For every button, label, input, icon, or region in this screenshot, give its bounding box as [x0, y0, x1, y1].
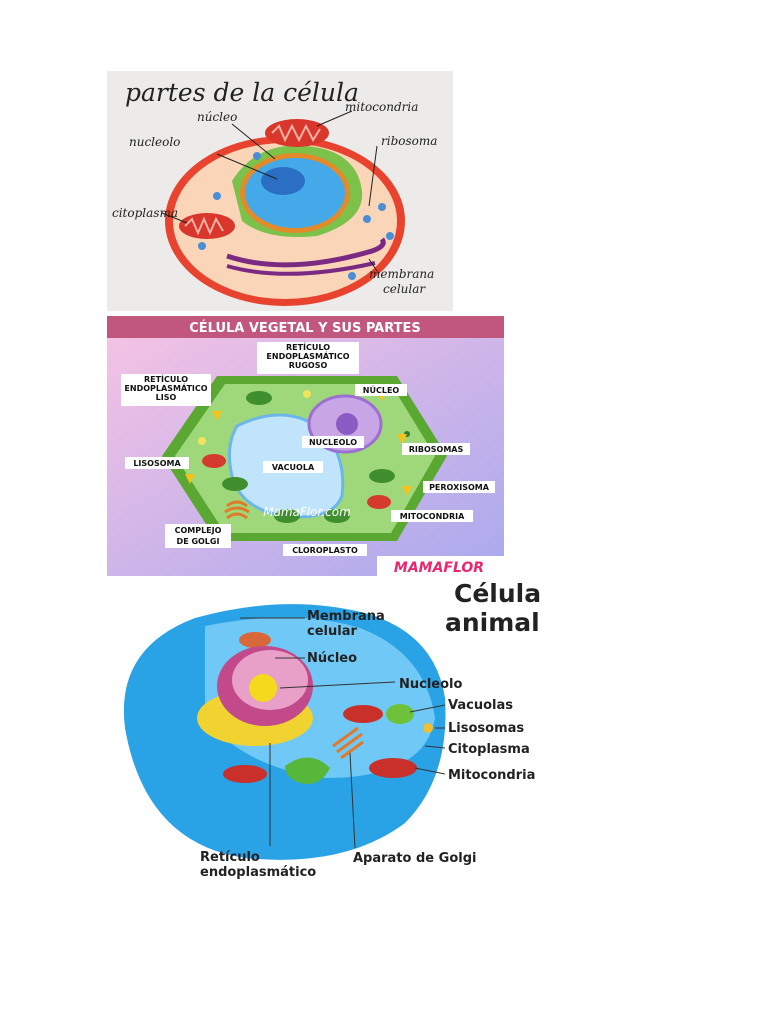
label-membrana-line1: membrana — [369, 267, 434, 281]
label-citoplasma-animal: Citoplasma — [448, 742, 530, 757]
label-mitocondria-vegetal: MITOCONDRIA — [400, 512, 465, 521]
label-reticulo-2: endoplasmático — [200, 865, 316, 880]
brand-logo: MAMAFLOR — [394, 560, 484, 576]
label-vacuolas: Vacuolas — [448, 698, 513, 713]
label-mitocondria: mitocondria — [345, 100, 418, 114]
golgi-apparatus — [226, 237, 386, 268]
label-rel-1: RETÍCULO — [144, 373, 188, 384]
ribosome — [378, 203, 386, 211]
label-ribosomas: RIBOSOMAS — [409, 445, 464, 454]
panel2-title: CÉLULA VEGETAL Y SUS PARTES — [189, 320, 421, 336]
label-membrana-1: Membrana — [307, 609, 385, 624]
vacuole-small — [386, 704, 414, 724]
label-mitocondria-animal: Mitocondria — [448, 768, 535, 783]
chloroplast — [246, 391, 272, 405]
label-membrana-line2: celular — [383, 282, 426, 296]
label-cloroplasto: CLOROPLASTO — [292, 546, 358, 555]
plant-mitochondrion — [202, 454, 226, 468]
animal-cell-diagram: Célula animal — [105, 578, 575, 883]
label-lisosomas: Lisosomas — [448, 721, 524, 736]
plant-golgi — [224, 500, 250, 520]
label-golgi-2: DE GOLGI — [177, 537, 220, 546]
label-nucleolo: nucleolo — [129, 135, 180, 149]
panel3-title-line1: Célula — [454, 579, 541, 608]
cell-parts-illustration: partes de la célula — [112, 78, 437, 306]
label-rer-3: RUGOSO — [289, 361, 328, 370]
animal-golgi — [332, 726, 364, 760]
label-reticulo-1: Retículo — [200, 850, 260, 865]
watermark: MamaFlor.com — [263, 505, 351, 519]
animal-nucleolus — [249, 674, 277, 702]
label-golgi-animal: Aparato de Golgi — [353, 851, 476, 866]
label-golgi-1: COMPLEJO — [175, 526, 222, 535]
nucleolus — [261, 167, 305, 195]
plant-cell-illustration: CÉLULA VEGETAL Y SUS PARTES — [107, 316, 504, 576]
panel3-title-line2: animal — [445, 608, 540, 637]
label-nucleolo-vegetal: NUCLEOLO — [309, 438, 357, 447]
plant-cell-header — [107, 316, 504, 338]
mitochondrion-top — [265, 119, 329, 147]
label-peroxisoma: PEROXISOMA — [429, 483, 490, 492]
label-citoplasma: citoplasma — [112, 206, 178, 220]
label-rel-2: ENDOPLASMÁTICO — [124, 382, 207, 393]
vacuole-large — [285, 757, 330, 784]
label-lisosoma: LISOSOMA — [133, 459, 181, 468]
label-rer-1: RETÍCULO — [286, 341, 330, 352]
label-nucleolo-animal: Nucleolo — [399, 677, 463, 692]
label-nucleo-vegetal: NÚCLEO — [363, 384, 400, 395]
animal-cell-illustration: Célula animal — [123, 579, 541, 880]
label-membrana-2: celular — [307, 624, 357, 639]
label-rel-3: LISO — [156, 393, 177, 402]
label-ribosoma: ribosoma — [381, 134, 437, 148]
lysosome — [423, 723, 433, 733]
plant-nucleolus — [336, 413, 358, 435]
cell-parts-diagram: partes de la célula — [107, 71, 453, 311]
panel1-title: partes de la célula — [125, 78, 359, 107]
nucleus — [245, 158, 345, 228]
label-nucleo-animal: Núcleo — [307, 651, 357, 666]
label-rer-2: ENDOPLASMÁTICO — [266, 350, 349, 361]
label-nucleo: núcleo — [197, 110, 237, 124]
label-vacuola: VACUOLA — [272, 463, 315, 472]
peroxisome — [303, 390, 311, 398]
plant-cell-diagram: CÉLULA VEGETAL Y SUS PARTES — [107, 316, 504, 576]
animal-mitochondrion — [239, 632, 271, 648]
